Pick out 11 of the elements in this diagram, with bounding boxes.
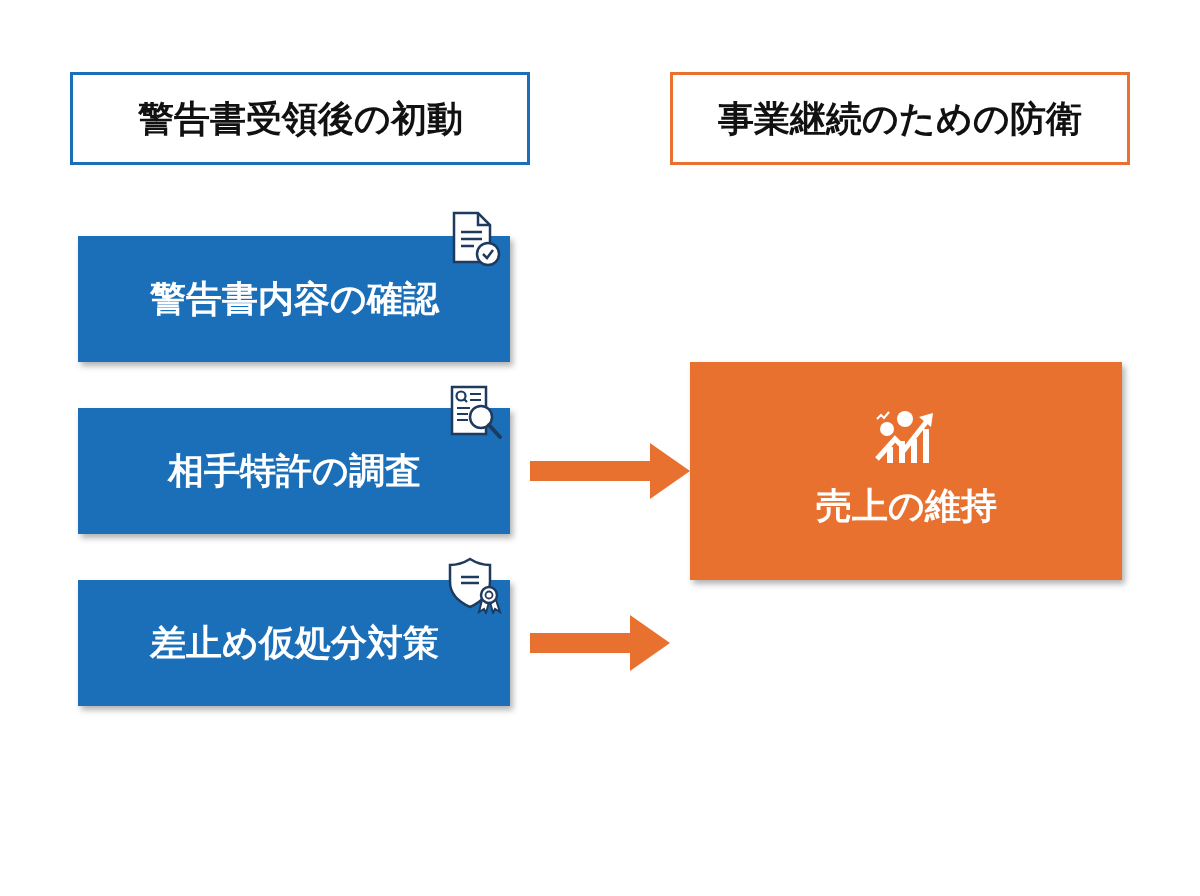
step-text: 差止め仮処分対策 bbox=[149, 621, 439, 665]
step-box bbox=[690, 362, 1122, 580]
header-text: 警告書受領後の初動 bbox=[137, 96, 463, 141]
section-header bbox=[70, 72, 530, 165]
step-text: 相手特許の調査 bbox=[167, 449, 421, 493]
arrow bbox=[530, 443, 690, 499]
section-header bbox=[670, 72, 1130, 165]
header-text: 事業継続のための防衛 bbox=[718, 96, 1082, 141]
step-text: 売上の維持 bbox=[815, 484, 997, 528]
step-text: 警告書内容の確認 bbox=[149, 277, 439, 321]
arrow bbox=[530, 615, 670, 671]
